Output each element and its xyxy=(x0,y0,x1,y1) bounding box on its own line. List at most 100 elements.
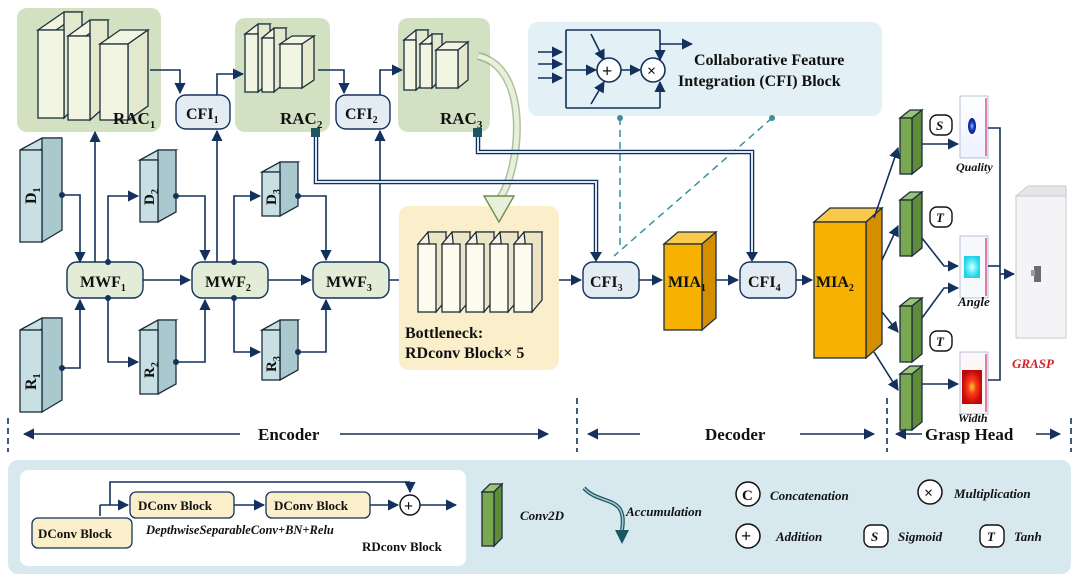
legend-addition-icon xyxy=(735,523,761,549)
accumulation-arrow-head xyxy=(482,195,516,224)
legend-rdconv-label: RDconv Block xyxy=(362,539,443,554)
grasp-head-wiring xyxy=(873,146,901,391)
mia2-label: MIA2 xyxy=(816,274,854,294)
svg-text:×: × xyxy=(647,63,656,80)
legend-accumulation-icon xyxy=(582,486,629,544)
legend-addition-symbol: + xyxy=(741,526,751,546)
legend-multiplication-icon xyxy=(917,479,943,505)
legend-addition-label: Addition xyxy=(775,529,822,544)
legend-accumulation-label: Accumulation xyxy=(625,504,702,519)
cfi1-node xyxy=(175,94,231,130)
quality-label: Quality xyxy=(956,160,993,174)
width-label: Width xyxy=(958,411,988,425)
legend-dconv-2: DConv Block xyxy=(138,498,213,513)
grasp-label: GRASP xyxy=(1012,356,1055,371)
angle-map xyxy=(959,235,989,299)
r3-label: R3 xyxy=(264,356,283,372)
cfi-pointer-dot-2 xyxy=(769,115,775,121)
arrow-rac2-cfi2 xyxy=(318,69,350,95)
arrow-cfi1-rac2 xyxy=(216,68,245,95)
cfi-detail-panel xyxy=(528,22,882,116)
legend-multiplication-label: Multiplication xyxy=(953,486,1031,501)
width-map xyxy=(959,351,989,415)
r1-label: R1 xyxy=(23,373,43,390)
quality-map xyxy=(959,95,989,159)
cfi-detail-title-2: Integration (CFI) Block xyxy=(678,73,841,90)
svg-text:+: + xyxy=(602,61,612,81)
cfi2-label: CFI2 xyxy=(345,106,378,126)
cfi-detail-schematic: + × xyxy=(538,29,694,109)
d3-label: D3 xyxy=(264,189,283,205)
conv2d-angle-1 xyxy=(898,190,924,258)
accumulation-arrow-inner xyxy=(477,53,520,200)
cfi-pointer-dash-2 xyxy=(613,117,773,257)
rac2-blocks xyxy=(243,23,317,94)
grasp-output-image xyxy=(1014,185,1067,339)
skip-rac3-cfi4 xyxy=(473,128,758,262)
mwf1-label: MWF1 xyxy=(80,274,126,294)
angle-label: Angle xyxy=(957,294,990,309)
tanh-badge-2 xyxy=(929,330,953,352)
conv2d-width xyxy=(898,364,924,432)
mwf3-label: MWF3 xyxy=(326,274,372,294)
encoder-wiring xyxy=(59,129,416,371)
legend-dconv-1: DConv Block xyxy=(38,526,113,541)
d1-cuboid xyxy=(19,137,63,244)
rac1-label: RAC1 xyxy=(113,109,155,131)
legend-tanh-symbol: T xyxy=(987,529,996,544)
legend-concat-label: Concatenation xyxy=(770,488,849,503)
legend-concat-icon xyxy=(735,481,761,507)
arrow-cfi2-rac3 xyxy=(379,64,404,95)
arrow-rac1-cfi1 xyxy=(150,69,186,95)
legend-conv2d-icon xyxy=(480,482,504,548)
cfi-detail-title-1: Collaborative Feature xyxy=(694,52,844,69)
cfi1-label: CFI1 xyxy=(186,106,219,126)
sigmoid-badge-label: S xyxy=(936,118,943,133)
arrow-angle-map-2 xyxy=(921,282,960,319)
bottleneck-label-1: Bottleneck: xyxy=(405,325,483,342)
grasp-head-section-label: Grasp Head xyxy=(925,425,1014,444)
rac2-label: RAC2 xyxy=(280,109,323,131)
tanh-badge-1-label: T xyxy=(936,210,945,225)
cfi4-label: CFI4 xyxy=(748,274,781,294)
legend-tanh-label: Tanh xyxy=(1014,529,1042,544)
bottleneck-label-2: RDconv Block× 5 xyxy=(405,345,524,362)
sigmoid-badge xyxy=(929,114,953,136)
conv2d-angle-2 xyxy=(898,296,924,364)
arrow-angle-map-1 xyxy=(921,237,960,272)
mwf2-label: MWF2 xyxy=(205,274,251,294)
decoder-section-label: Decoder xyxy=(705,425,766,444)
bottleneck-blocks xyxy=(416,231,544,314)
rac3-label: RAC3 xyxy=(440,109,483,131)
grasp-merge-line xyxy=(988,127,1001,381)
mia2-cuboid xyxy=(812,206,884,360)
legend-concat-symbol: C xyxy=(742,488,753,504)
legend-dw-desc: DepthwiseSeparableConv+BN+Relu xyxy=(145,523,334,537)
rac3-blocks xyxy=(402,29,470,92)
rac1-blocks xyxy=(35,11,151,122)
d1-label: D1 xyxy=(23,187,43,204)
d2-cuboid xyxy=(137,149,179,224)
tanh-badge-2-label: T xyxy=(936,334,945,349)
conv2d-quality xyxy=(898,108,924,176)
d3-cuboid xyxy=(259,161,301,218)
legend-multiplication-symbol: × xyxy=(924,485,933,502)
encoder-section-label: Encoder xyxy=(258,425,320,444)
legend-conv2d-label: Conv2D xyxy=(520,508,565,523)
cfi3-label: CFI3 xyxy=(590,274,623,294)
section-dividers xyxy=(7,398,1072,452)
legend-rdconv-diagram xyxy=(31,481,458,549)
cfi2-node xyxy=(335,94,391,130)
cfi-pointer-dot-1 xyxy=(617,115,623,121)
legend-sigmoid-icon xyxy=(863,524,889,548)
mia1-cuboid xyxy=(662,230,718,332)
r3-cuboid xyxy=(259,319,301,382)
mia1-label: MIA1 xyxy=(668,274,706,294)
legend-sigmoid-label: Sigmoid xyxy=(898,529,943,544)
tanh-badge-1 xyxy=(929,206,953,228)
skip-rac2-cfi3 xyxy=(311,128,602,262)
r2-cuboid xyxy=(137,319,179,396)
r2-label: R2 xyxy=(142,362,161,378)
legend-sigmoid-symbol: S xyxy=(871,529,878,544)
